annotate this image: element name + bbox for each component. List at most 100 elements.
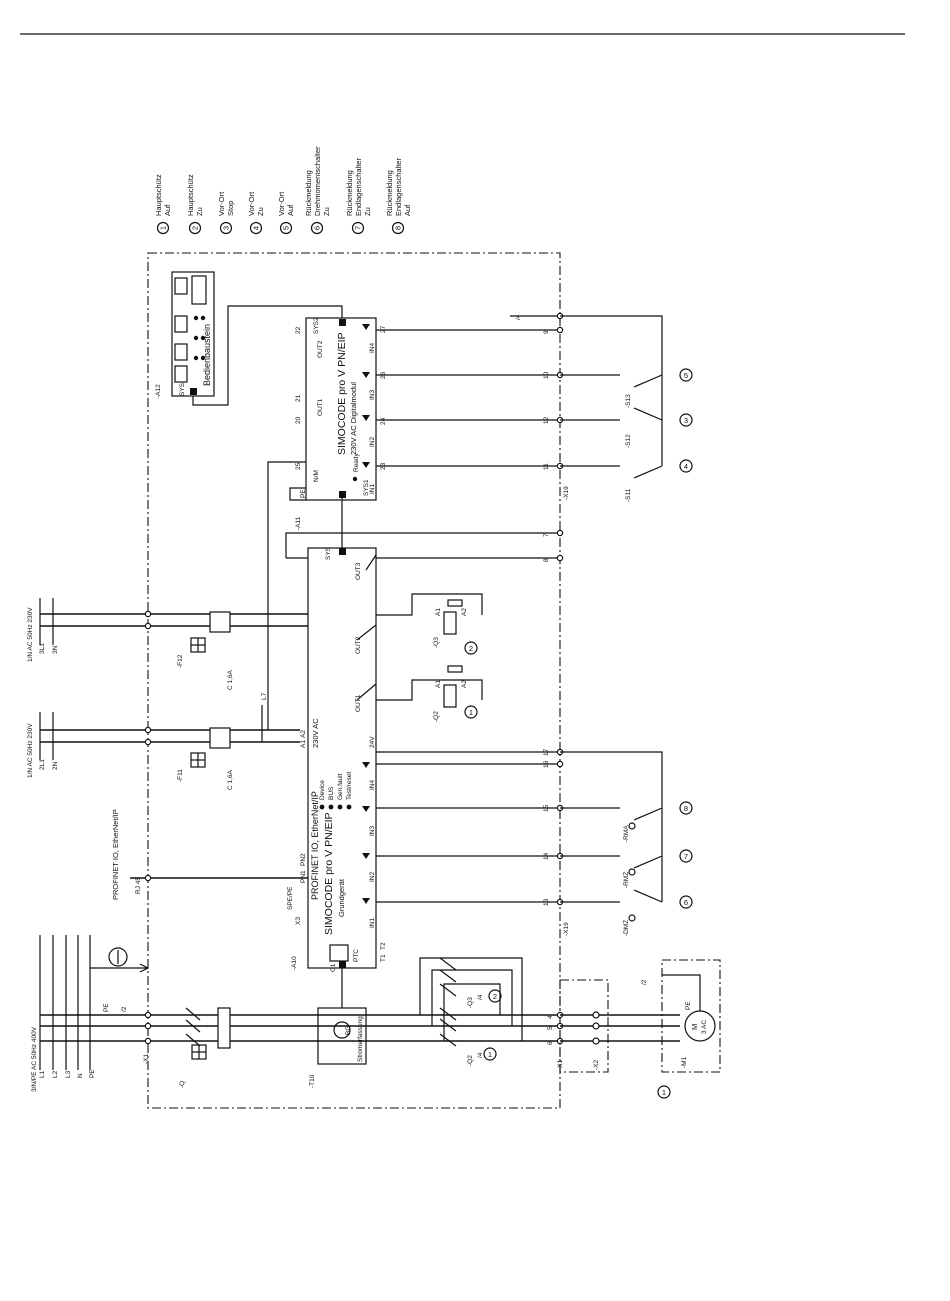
dm-term-22: 22 [295, 326, 302, 334]
legend-text-4a: Vor-Ort [247, 191, 256, 216]
x2-term-2 [592, 1022, 600, 1030]
legend-text-3a: Vor-Ort [217, 191, 226, 216]
dm-term-24: 24 [380, 417, 387, 425]
bus-l2-label: L2 [52, 1070, 59, 1078]
legend-num-8: 8 [394, 226, 403, 230]
q2-a1: A1 [435, 680, 442, 688]
f11-label: -F11 [177, 769, 184, 782]
x19-num-13: 13 [543, 898, 550, 906]
aux-supply-2: 1/N AC 50Hz 230V 3L1 3N -F12 C 1,6A [27, 598, 308, 690]
base-led-device [319, 804, 325, 810]
base-out3-contact [365, 554, 377, 571]
dm-input-diodes [362, 324, 370, 468]
s11-ref-num: 4 [684, 462, 688, 471]
q2-main-circle [483, 1047, 497, 1061]
dm-term-27: 27 [380, 325, 387, 333]
x2-term-1 [592, 1011, 600, 1019]
x19-num-10: 10 [543, 371, 550, 379]
dm-diode-1 [362, 462, 370, 468]
base-led-testreset [346, 804, 352, 810]
base-led-testreset-label: Test/reset [346, 772, 353, 800]
main-supply: 3/N/PE AC 50Hz 400V L1 L2 L3 N PE PE /2 … [31, 935, 560, 1092]
base-c1-label: C1 [330, 963, 337, 972]
aux2-line-a: 3L1 [39, 643, 46, 654]
base-ptc-label: PTC [353, 949, 360, 962]
base-in3-label: IN3 [369, 826, 376, 837]
q2-label: -Q2 [433, 711, 440, 722]
x19-lower-label: -X19 [563, 922, 570, 936]
x1-left-label: -X1 [143, 1054, 150, 1065]
motor-ref-num: 1 [662, 1088, 666, 1097]
motor-pe-label: PE [685, 1001, 692, 1010]
digital-module-title: SIMOCODE pro V PN/EIP [336, 332, 348, 455]
x1-terminal-b [144, 1022, 152, 1030]
base-unit-supply: 230V AC [311, 718, 320, 748]
base-led-bus [328, 804, 334, 810]
digital-module-sys1-port [339, 491, 346, 498]
dmz-ref-num: 6 [684, 898, 688, 907]
dm-in1-label: IN1 [369, 484, 376, 495]
dm-out2-label: OUT2 [317, 340, 324, 358]
base-diode-1 [362, 898, 370, 904]
operator-panel-display [191, 275, 207, 305]
s12-contact [633, 407, 663, 421]
base-diode-2 [362, 853, 370, 859]
panel-bus-cable [192, 305, 343, 406]
legend-text-6b: Drehmomentschalter [313, 146, 322, 216]
x19-num-15: 15 [543, 804, 550, 812]
base-port-sys: SYS [325, 546, 332, 560]
base-diode-3 [362, 806, 370, 812]
profinet-label: PROFINET IO, EtherNet/IP [111, 809, 120, 900]
digital-module: SIMOCODE pro V PN/EIP 230V AC Digitalmod… [289, 317, 387, 530]
motor-pe-ref: /2 [641, 979, 648, 985]
q-contact-1 [185, 1007, 201, 1021]
rj45-label: RJ 45 [135, 877, 142, 894]
base-diode-4 [362, 762, 370, 768]
q2-main-num: 1 [488, 1050, 492, 1059]
rma-label: -RMA [623, 825, 630, 842]
dm-out1-label: OUT1 [317, 398, 324, 416]
q3-a1: A1 [435, 608, 442, 616]
rmz-label: -RMZ [623, 872, 630, 888]
field-common-upper [560, 315, 663, 466]
dm-in3-label: IN3 [369, 390, 376, 401]
q2-a2: A2 [461, 680, 468, 688]
aux2-terminal-2 [144, 622, 152, 630]
q-breaker-trip [217, 1007, 231, 1049]
rmz-ref-num: 7 [684, 852, 688, 861]
x19-num-11: 11 [543, 463, 550, 470]
s12-label: -S12 [625, 434, 632, 448]
rmz-contact [633, 855, 663, 869]
legend-text-2b: Zu [195, 207, 204, 216]
q2-coil [443, 684, 457, 708]
reversing-wire-2 [431, 969, 513, 1026]
legend-text-7b: Endlagenschalter [354, 158, 363, 216]
q3-label: -Q3 [433, 637, 440, 648]
dmz-label: -DMZ [623, 920, 630, 936]
aux1-terminal-2 [144, 738, 152, 746]
dmz-ref-circle [679, 895, 693, 909]
dmz-actuator [628, 914, 636, 922]
base-led-genfault [337, 804, 343, 810]
s11-label: -S11 [625, 488, 632, 502]
q2-main-contact-2 [439, 1018, 457, 1032]
panel-sys-port [190, 388, 197, 395]
bus-pe-label: PE [89, 1069, 96, 1078]
x19-num-7: 7 [543, 533, 550, 537]
x19-term-upper-2 [556, 326, 564, 334]
legend-text-3b: Stop [226, 201, 235, 216]
dm-term-21: 21 [295, 394, 302, 402]
legend-text-5b: Auf [286, 204, 295, 216]
digital-module-sys2-label: SYS2 [313, 317, 320, 334]
legend-num-2: 2 [191, 226, 200, 230]
legend-text-2a: Hauptschütz [186, 174, 195, 216]
q-label: -Q [179, 1081, 186, 1088]
q3-main-contact-2 [439, 969, 457, 983]
digital-module-box [305, 317, 377, 501]
s11-ref-circle [679, 459, 693, 473]
s12-ref-num: 3 [684, 416, 688, 425]
profinet-terminal [144, 874, 152, 882]
digital-module-sys1-label: SYS1 [363, 479, 370, 496]
f12-label: -F12 [177, 654, 184, 668]
